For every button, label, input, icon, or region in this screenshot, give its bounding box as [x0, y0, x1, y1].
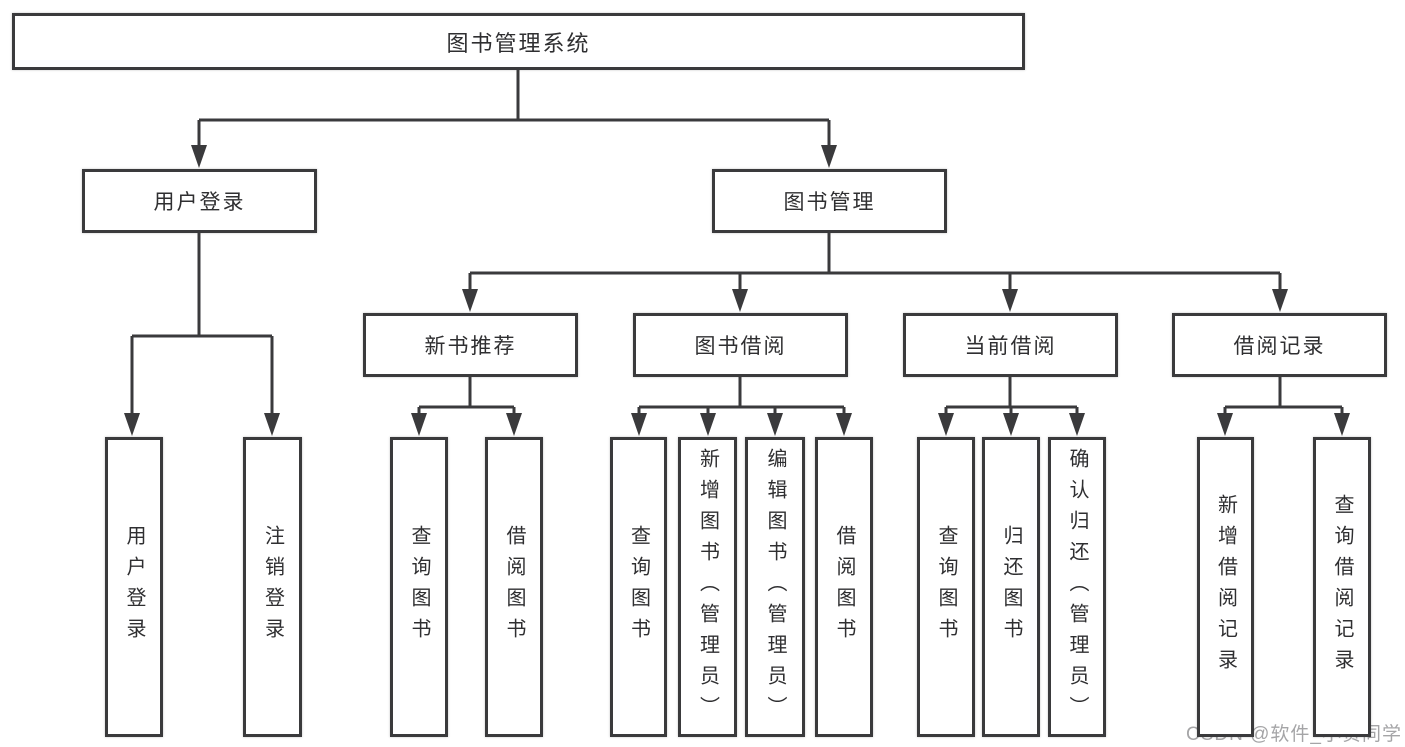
- leaf-query-borrow-record: 查询借阅记录: [1313, 437, 1371, 737]
- connector-user-login-branch: [130, 233, 274, 414]
- leaf-add-books-admin: 新增图书（管理员）: [678, 437, 737, 737]
- node-current-borrowing: 当前借阅: [903, 313, 1118, 377]
- node-borrowing-records: 借阅记录: [1172, 313, 1387, 377]
- connector-new-book-branch: [417, 377, 516, 414]
- leaf-user-login: 用户登录: [105, 437, 163, 737]
- leaf-logout-label: 注销登录: [261, 525, 284, 649]
- connector-book-borrow-branch: [637, 377, 846, 414]
- leaf-query-borrow-record-label: 查询借阅记录: [1331, 494, 1353, 680]
- connector-borrow-record-branch: [1223, 377, 1344, 414]
- connector-book-management-branch: [468, 233, 1282, 291]
- leaf-query-books-borrowing: 查询图书: [610, 437, 667, 737]
- node-user-login-label: 用户登录: [153, 191, 246, 214]
- leaf-borrow-books-recommend: 借阅图书: [485, 437, 543, 737]
- leaf-add-books-admin-label: 新增图书（管理员）: [696, 447, 719, 727]
- leaf-confirm-return-admin: 确认归还（管理员）: [1048, 437, 1106, 737]
- leaf-user-login-label: 用户登录: [123, 525, 145, 649]
- leaf-return-books-label: 归还图书: [1000, 525, 1022, 649]
- leaf-query-books-current: 查询图书: [917, 437, 975, 737]
- node-root-label: 图书管理系统: [446, 30, 591, 56]
- leaf-query-books-current-label: 查询图书: [935, 525, 957, 649]
- leaf-query-books-recommend: 查询图书: [390, 437, 448, 737]
- node-root-library-management-system: 图书管理系统: [12, 13, 1025, 70]
- arrowheads: [124, 145, 1350, 436]
- leaf-borrow-books-recommend-label: 借阅图书: [503, 525, 525, 649]
- leaf-edit-books-admin: 编辑图书（管理员）: [745, 437, 805, 737]
- leaf-logout: 注销登录: [243, 437, 302, 737]
- node-book-borrowing: 图书借阅: [633, 313, 848, 377]
- leaf-edit-books-admin-label: 编辑图书（管理员）: [764, 447, 786, 727]
- node-current-borrowing-label: 当前借阅: [964, 335, 1057, 358]
- leaf-confirm-return-admin-label: 确认归还（管理员）: [1066, 447, 1088, 727]
- connector-root-to-level1: [197, 70, 831, 147]
- node-book-management: 图书管理: [712, 169, 947, 233]
- leaf-query-books-borrowing-label: 查询图书: [627, 525, 650, 649]
- node-book-management-label: 图书管理: [783, 191, 876, 214]
- node-book-borrowing-label: 图书借阅: [694, 335, 787, 358]
- connector-current-borrow-branch: [944, 377, 1079, 414]
- leaf-add-borrow-record: 新增借阅记录: [1197, 437, 1254, 737]
- node-borrowing-records-label: 借阅记录: [1233, 335, 1326, 358]
- leaf-add-borrow-record-label: 新增借阅记录: [1214, 494, 1237, 680]
- node-new-book-recommendation: 新书推荐: [363, 313, 578, 377]
- node-new-book-recommendation-label: 新书推荐: [424, 335, 517, 358]
- leaf-query-books-recommend-label: 查询图书: [408, 525, 430, 649]
- leaf-borrow-books-label: 借阅图书: [833, 525, 855, 649]
- leaf-return-books: 归还图书: [982, 437, 1040, 737]
- node-user-login: 用户登录: [82, 169, 317, 233]
- leaf-borrow-books: 借阅图书: [815, 437, 873, 737]
